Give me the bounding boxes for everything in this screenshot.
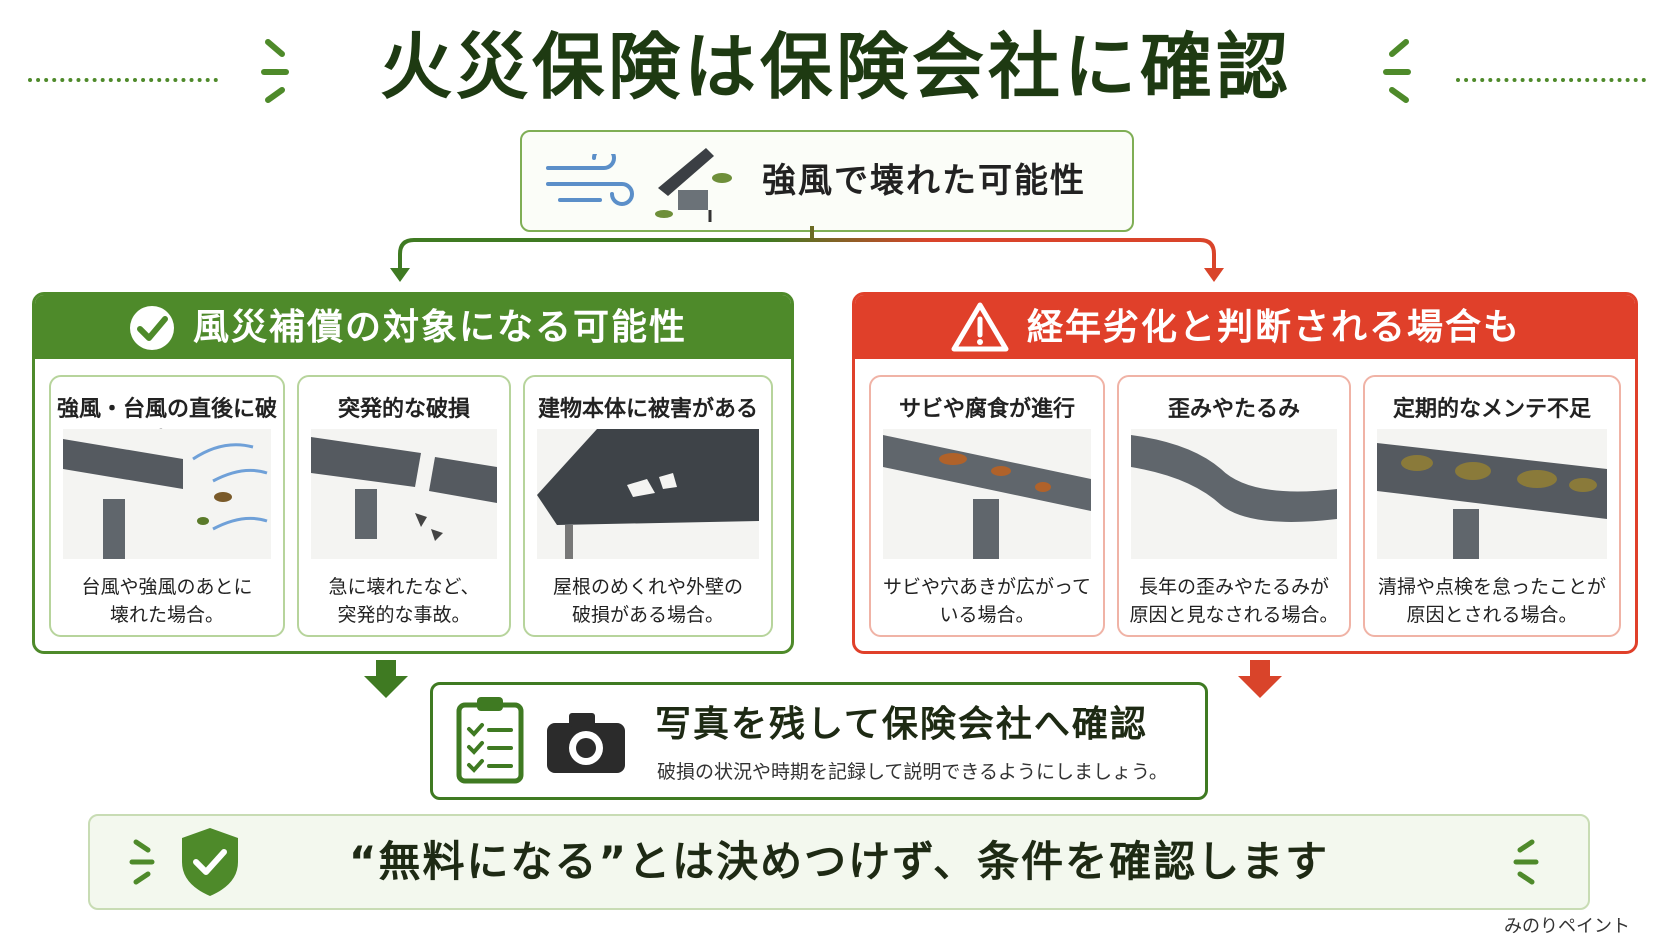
clipboard-icon — [456, 697, 524, 784]
action-box: 写真を残して保険会社へ確認 破損の状況や時期を記録して説明できるようにしましょう… — [430, 682, 1208, 800]
action-title: 写真を残して保険会社へ確認 — [655, 704, 1148, 745]
card-desc: 長年の歪みやたるみが原因と見なされる場合。 — [1129, 576, 1339, 626]
sparkle-right-icon — [1513, 839, 1539, 885]
sparkle-left-icon — [261, 39, 289, 103]
card-title: 突発的な破損 — [337, 397, 470, 422]
camera-icon — [547, 713, 625, 773]
aging-card: 定期的なメンテ不足 清掃や点検を怠ったことが原因とされる場合。 — [1363, 375, 1621, 637]
aging-panel: 経年劣化と判断される場合も サビや腐食が進行 サビや穴あきが広がっている場合。 … — [852, 292, 1638, 654]
cause-label: 強風で壊れた可能性 — [762, 161, 1086, 201]
sparkle-right-icon — [1383, 39, 1411, 103]
covered-card: 突発的な破損 急に壊れたなど、突発的な事故。 — [297, 375, 511, 637]
card-title: 定期的なメンテ不足 — [1392, 397, 1591, 422]
sparkle-left-icon — [129, 839, 155, 885]
card-title: サビや腐食が進行 — [898, 397, 1075, 422]
page-title: 火災保険は保険会社に確認 — [379, 25, 1292, 109]
card-desc: サビや穴あきが広がっている場合。 — [882, 576, 1092, 626]
footer-text: “無料になる”とは決めつけず、条件を確認します — [348, 837, 1330, 886]
aging-card: 歪みやたるみ 長年の歪みやたるみが原因と見なされる場合。 — [1117, 375, 1351, 637]
card-title: 歪みやたるみ — [1167, 397, 1300, 422]
damaged-roof-icon — [537, 429, 759, 559]
brand-name: みのりペイント — [1504, 916, 1630, 937]
warning-icon — [951, 302, 1009, 352]
wind-icon — [546, 154, 634, 206]
aging-heading-bar: 経年劣化と判断される場合も — [855, 295, 1635, 359]
card-desc: 急に壊れたなど、突発的な事故。 — [328, 576, 480, 626]
covered-heading: 風災補償の対象になる可能性 — [193, 307, 688, 348]
roof-icon — [655, 148, 732, 222]
cause-box: 強風で壊れた可能性 — [520, 130, 1134, 232]
aging-heading: 経年劣化と判断される場合も — [1027, 307, 1522, 348]
covered-panel: 風災補償の対象になる可能性 強風・台風の直後に破損 台風や強風のあとに壊れた場合… — [32, 292, 794, 654]
card-desc: 台風や強風のあとに壊れた場合。 — [81, 576, 253, 626]
arrow-down-red-icon — [1238, 660, 1282, 698]
arrow-down-green-icon — [364, 660, 408, 698]
footer-banner: “無料になる”とは決めつけず、条件を確認します — [88, 814, 1590, 910]
sagging-gutter-icon — [1131, 429, 1337, 559]
rusty-gutter-icon — [883, 429, 1091, 559]
aging-card: サビや腐食が進行 サビや穴あきが広がっている場合。 — [869, 375, 1105, 637]
card-title: 建物本体に被害がある — [537, 397, 758, 422]
title-dots-right — [1456, 78, 1646, 82]
covered-card: 建物本体に被害がある 屋根のめくれや外壁の破損がある場合。 — [523, 375, 773, 637]
title-dots-left — [28, 78, 218, 82]
broken-gutter-icon — [311, 429, 497, 559]
gutter-storm-icon — [63, 429, 271, 559]
branch-connector — [390, 226, 1224, 282]
card-desc: 清掃や点検を怠ったことが原因とされる場合。 — [1377, 576, 1606, 626]
clogged-gutter-icon — [1377, 429, 1607, 559]
card-desc: 屋根のめくれや外壁の破損がある場合。 — [552, 576, 743, 626]
shield-check-icon — [182, 828, 238, 896]
check-circle-icon — [130, 306, 174, 350]
action-subtitle: 破損の状況や時期を記録して説明できるようにしましょう。 — [657, 761, 1168, 783]
covered-heading-bar: 風災補償の対象になる可能性 — [35, 295, 791, 359]
